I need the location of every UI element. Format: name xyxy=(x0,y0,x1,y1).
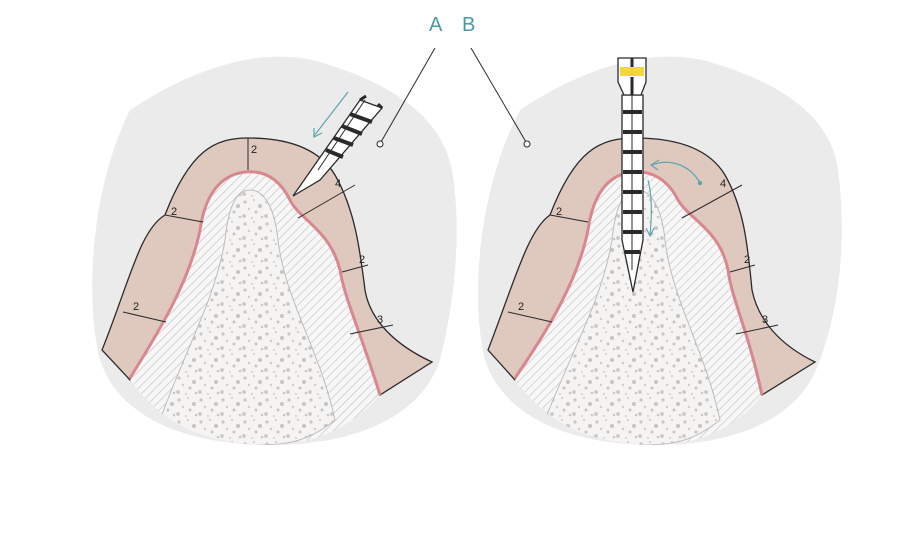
tick-left-2 xyxy=(164,214,204,223)
tick-left-4 xyxy=(297,184,356,219)
measure-left-upper: 2 xyxy=(171,206,177,218)
measure-right-mid-right: 4 xyxy=(720,178,726,190)
gingival-margin-right xyxy=(513,170,764,396)
down-arrow-right xyxy=(647,179,652,236)
callout-line-a xyxy=(380,47,436,143)
callout-dot-a xyxy=(376,140,384,148)
gingival-margin-left xyxy=(128,170,382,396)
probe-right xyxy=(617,57,647,293)
measure-left-right: 2 xyxy=(359,254,365,266)
tick-left-6 xyxy=(349,324,394,335)
measure-left-top: 2 xyxy=(251,144,257,156)
insertion-arrow-left xyxy=(313,91,349,137)
tick-right-2 xyxy=(549,214,589,223)
tick-left-3 xyxy=(122,311,167,323)
tick-left-5 xyxy=(341,264,369,273)
measure-left-lower: 2 xyxy=(133,301,139,313)
probe-band xyxy=(620,67,644,76)
label-a: A xyxy=(429,14,443,36)
probe-left xyxy=(292,94,384,197)
tick-right-3 xyxy=(507,311,553,323)
measure-right-lower-right: 3 xyxy=(762,314,768,326)
measure-left-mid-right: 4 xyxy=(335,178,341,190)
tick-right-5 xyxy=(729,264,756,273)
measure-right-right: 2 xyxy=(744,254,750,266)
rotation-arrow-right xyxy=(651,161,701,184)
label-b: B xyxy=(462,14,476,36)
tick-right-4 xyxy=(681,184,743,219)
measure-right-lower: 2 xyxy=(518,301,524,313)
measure-left-lower-right: 3 xyxy=(377,314,383,326)
tick-right-6 xyxy=(735,324,779,335)
callout-line-b xyxy=(470,47,527,143)
panel-right: 2 2 4 2 3 xyxy=(470,47,842,446)
callout-dot-b xyxy=(523,140,531,148)
panel-left: 2 2 4 2 3 2 xyxy=(92,47,457,446)
measure-right-upper: 2 xyxy=(556,206,562,218)
